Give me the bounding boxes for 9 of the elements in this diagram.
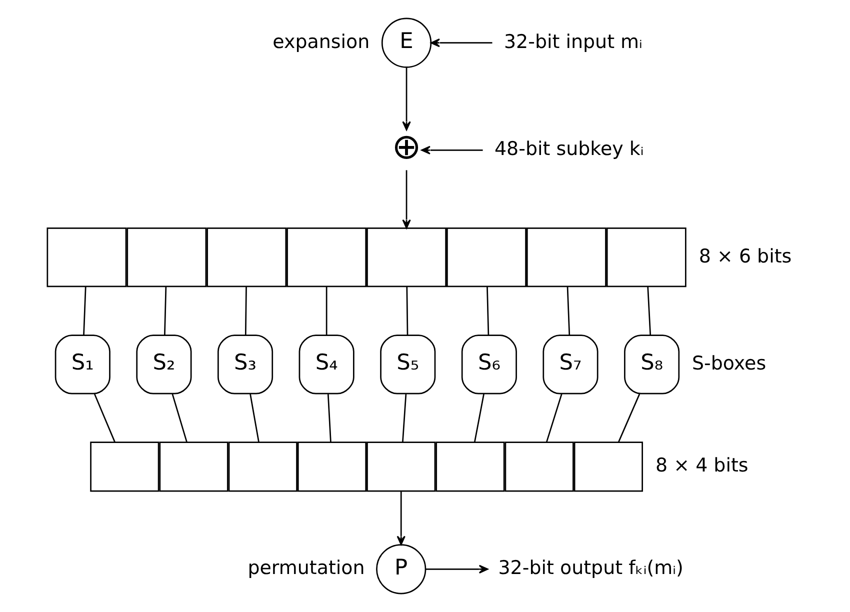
label: S-boxes — [691, 352, 766, 374]
label: 8 × 4 bits — [655, 454, 748, 477]
node-text: 48-bit subkey kᵢ — [494, 138, 644, 160]
node-text: 32-bit output fₖᵢ(mᵢ) — [498, 557, 683, 580]
node-text: 32-bit input mᵢ — [503, 30, 642, 53]
label: 8 × 6 bits — [698, 245, 792, 268]
node-text: ⊕ — [391, 126, 421, 168]
node-label: expansion — [272, 30, 370, 53]
node-label: permutation — [247, 557, 364, 580]
